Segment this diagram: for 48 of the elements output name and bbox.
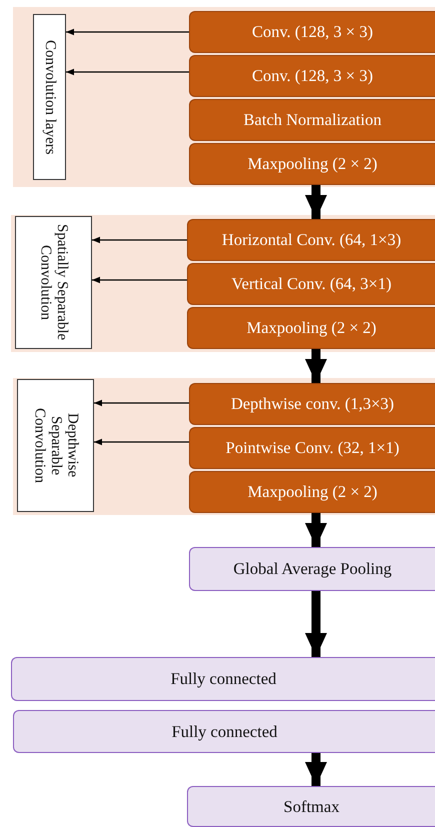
flow-arrow <box>305 591 327 657</box>
section-band <box>13 7 435 187</box>
layer-box <box>11 657 435 701</box>
layer-box <box>189 55 435 97</box>
layer-label: Batch Normalization <box>244 110 382 130</box>
arrow <box>92 276 187 284</box>
layer-box <box>189 143 435 185</box>
arrow <box>94 400 189 406</box>
group-label-box <box>15 216 92 349</box>
arrow <box>66 68 189 76</box>
layer-box <box>187 263 435 305</box>
layer-label: Conv. (128, 3 × 3) <box>252 66 373 86</box>
group-label-box <box>17 379 94 512</box>
layer-label: Fully connected <box>170 669 276 689</box>
layer-box <box>189 99 435 141</box>
layer-label: Depthwise conv. (1,3×3) <box>230 394 394 414</box>
layer-box <box>189 547 435 591</box>
arrow <box>66 28 189 36</box>
group-label-box <box>33 14 66 180</box>
layer-label: Conv. (128, 3 × 3) <box>252 22 373 42</box>
arrow <box>92 236 187 244</box>
layer-label: Pointwise Conv. (32, 1×1) <box>226 438 400 458</box>
section-band <box>11 215 435 352</box>
flow-arrow <box>305 753 327 786</box>
layer-box <box>13 710 435 753</box>
layer-label: Horizontal Conv. (64, 1×3) <box>222 230 402 250</box>
layer-box <box>189 11 435 53</box>
layer-label: Maxpooling (2 × 2) <box>248 482 378 502</box>
group-label: Depthwise Separable Convolution <box>30 406 80 485</box>
layer-label: Global Average Pooling <box>233 559 392 579</box>
layer-label: Fully connected <box>172 722 278 742</box>
layer-label: Softmax <box>284 796 340 816</box>
flow-arrow <box>305 185 327 219</box>
group-label: Spatially Separable Convolution <box>37 223 70 342</box>
group-label: Convolution layers <box>41 38 58 156</box>
layer-box <box>187 307 435 349</box>
layer-box <box>187 786 435 827</box>
layer-label: Maxpooling (2 × 2) <box>246 318 376 338</box>
arrow <box>94 438 189 446</box>
layer-box <box>189 471 435 513</box>
layer-label: Vertical Conv. (64, 3×1) <box>232 274 392 294</box>
flow-arrow <box>305 349 327 383</box>
layer-label: Maxpooling (2 × 2) <box>248 154 378 174</box>
section-band <box>13 378 435 515</box>
layer-box <box>187 219 435 261</box>
layer-box <box>189 427 435 469</box>
layer-box <box>189 383 435 425</box>
flow-arrow <box>305 513 327 547</box>
